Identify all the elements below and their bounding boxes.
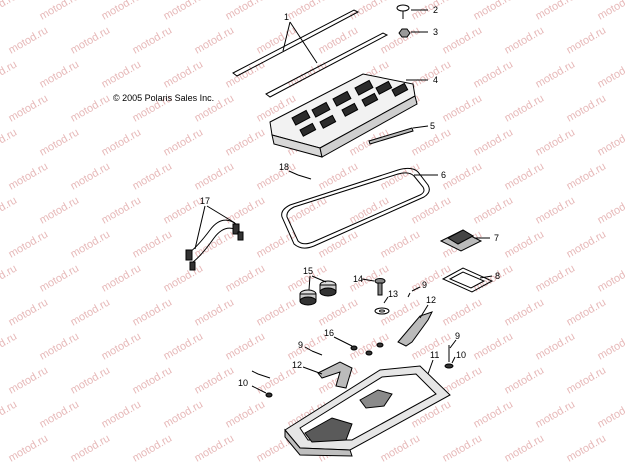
callout-16: 16 — [324, 328, 334, 338]
callout-12-upper: 12 — [426, 295, 436, 305]
callout-8: 8 — [495, 271, 500, 281]
callout-2: 2 — [433, 5, 438, 15]
leader-12b — [302, 366, 323, 375]
leader-17a — [194, 205, 206, 250]
seal-strip-lower — [265, 32, 389, 98]
leader-9c — [449, 339, 457, 349]
callout-15: 15 — [303, 266, 313, 276]
callout-12-lower: 12 — [292, 360, 302, 370]
leader-1b — [289, 21, 318, 64]
part-16-nuts — [333, 336, 384, 356]
part-8-plate — [441, 267, 494, 293]
part-15-grommets — [299, 275, 337, 306]
callout-13: 13 — [388, 289, 398, 299]
seal-strip-upper — [232, 9, 360, 77]
tub-ridge — [359, 389, 393, 409]
part-12-bracket-lower — [302, 361, 353, 389]
callout-10-left: 10 — [238, 378, 248, 388]
leader-17b — [206, 205, 236, 224]
part-14-bolt — [361, 278, 386, 296]
nut-shape — [398, 28, 411, 38]
plate-inner — [448, 271, 486, 289]
leader-9a — [411, 286, 421, 292]
leader-8 — [479, 275, 493, 279]
callout-4: 4 — [433, 75, 438, 85]
part-12-bracket-upper — [397, 304, 433, 347]
callout-9-upper: 9 — [422, 280, 427, 290]
callout-7: 7 — [494, 233, 499, 243]
latch-top — [446, 229, 475, 245]
part-18-pin — [288, 170, 312, 180]
part-2-screw — [396, 4, 428, 19]
callout-6: 6 — [441, 170, 446, 180]
rod-shape — [368, 127, 414, 145]
callout-11: 11 — [430, 350, 439, 360]
part-11-lower-tub — [284, 359, 451, 457]
tray-side — [319, 95, 418, 158]
leader-1a — [282, 21, 291, 52]
part-9-pin-middle — [304, 346, 323, 356]
callout-1: 1 — [284, 12, 289, 22]
leader-13 — [383, 296, 389, 304]
gasket-inner — [286, 172, 425, 245]
tray-compartments — [291, 79, 409, 137]
part-4-storage-tray — [269, 73, 428, 158]
leader-9d — [251, 370, 259, 375]
part-9-10-left — [251, 370, 273, 398]
part-9-pin-upper — [407, 286, 421, 298]
callout-3: 3 — [433, 27, 438, 37]
gasket-outer — [281, 167, 430, 249]
tub-side — [284, 428, 353, 457]
leader-9b — [304, 346, 313, 352]
leader-11 — [427, 359, 434, 375]
callout-numbers: 1 2 3 4 5 6 7 8 9 12 13 14 15 16 9 12 9 … — [200, 5, 500, 388]
callout-5: 5 — [430, 121, 435, 131]
leader-18 — [288, 170, 299, 176]
part-5-rod — [368, 125, 429, 145]
part-13-washer — [374, 296, 390, 315]
tub-well — [304, 417, 353, 443]
part-7-latch — [439, 229, 490, 252]
callout-14: 14 — [353, 274, 363, 284]
plate-outer — [441, 267, 494, 293]
screw-head — [396, 4, 410, 12]
part-6-gasket — [281, 167, 438, 249]
part-3-nut — [398, 28, 428, 38]
leader-10b — [251, 385, 267, 394]
leader-15b — [311, 275, 327, 283]
part-17-wire-harness — [185, 205, 244, 271]
callout-9-middle: 9 — [298, 340, 303, 350]
leader-5 — [412, 125, 429, 129]
leader-14 — [361, 278, 375, 282]
callout-10-right: 10 — [456, 350, 466, 360]
leader-15a — [308, 275, 311, 291]
callout-9-right: 9 — [455, 331, 460, 341]
part-9-10-right — [444, 339, 457, 369]
part-1-seal-strips — [232, 9, 389, 98]
leader-12a — [419, 304, 429, 319]
leader-10a — [451, 356, 456, 364]
leader-16 — [333, 336, 353, 347]
copyright-notice: © 2005 Polaris Sales Inc. — [113, 93, 215, 103]
callout-18: 18 — [279, 162, 289, 172]
callout-17: 17 — [200, 196, 210, 206]
